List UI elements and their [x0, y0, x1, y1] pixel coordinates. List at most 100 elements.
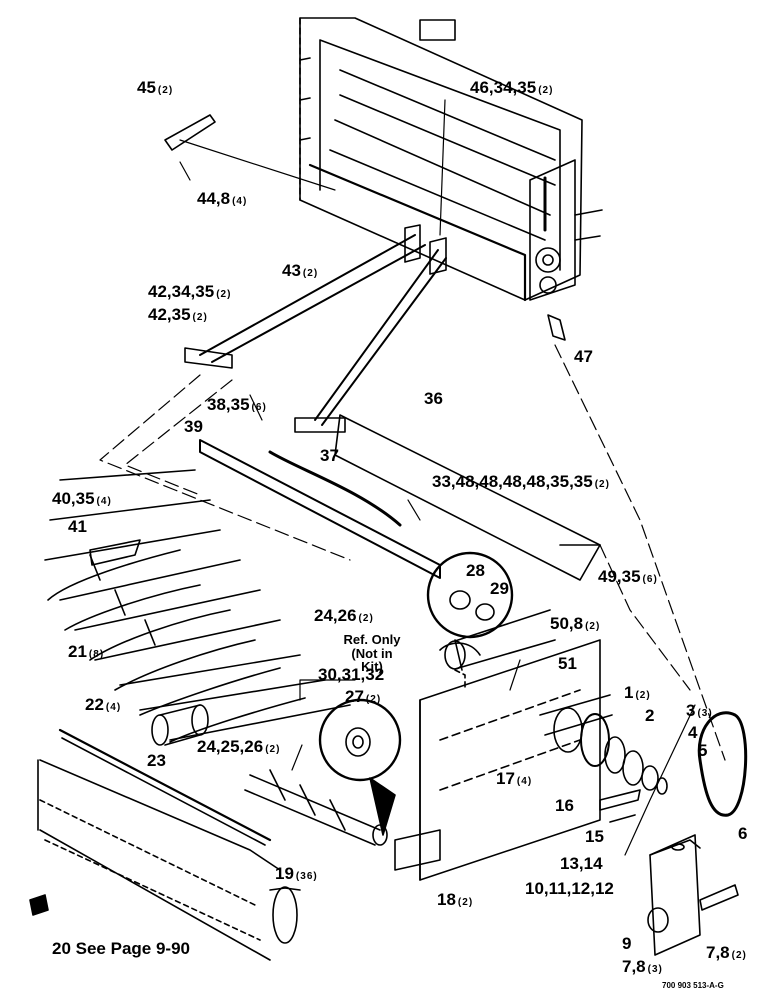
callout-24a-qty: (2): [358, 613, 374, 624]
callout-18-qty: (2): [457, 897, 474, 908]
callout-43-qty: (2): [302, 268, 319, 279]
callout-39-number: 39: [184, 417, 203, 436]
callout-19: 19(36): [275, 865, 318, 882]
callout-43: 43(2): [282, 262, 318, 279]
callout-50: 50,8(2): [550, 615, 600, 632]
callout-6: 6: [738, 825, 749, 842]
callout-30: 30,31,32: [318, 666, 386, 683]
callout-4: 4: [688, 724, 699, 741]
callout-24b-qty: (2): [265, 744, 281, 755]
callout-45-qty: (2): [157, 85, 174, 96]
callout-37-number: 37: [320, 446, 339, 465]
callout-40: 40,35(4): [52, 490, 112, 507]
callout-40-qty: (4): [96, 496, 112, 507]
callout-38: 38,35(6): [207, 396, 267, 413]
callout-22-number: 22: [85, 695, 104, 714]
callout-18: 18(2): [437, 891, 473, 908]
callout-27-number: 27: [345, 687, 364, 706]
callout-49-number: 49,35: [598, 567, 641, 586]
callout-29-number: 29: [490, 579, 509, 598]
callout-6-number: 6: [738, 824, 748, 843]
support-struts: [184, 224, 447, 433]
callout-9: 9: [622, 935, 633, 952]
callout-42a-qty: (2): [216, 289, 232, 300]
callout-16-number: 16: [555, 796, 574, 815]
callout-2-number: 2: [645, 706, 655, 725]
callout-30-number: 30,31,32: [318, 665, 385, 684]
callout-47: 47: [574, 348, 595, 365]
callout-40-number: 40,35: [52, 489, 95, 508]
callout-46-qty: (2): [538, 85, 554, 96]
callout-41: 41: [68, 518, 89, 535]
callout-3-qty: (3): [697, 708, 713, 719]
callout-36-number: 36: [424, 389, 443, 408]
callout-7-8b-number: 7,8: [622, 957, 646, 976]
callout-16: 16: [555, 797, 576, 814]
callout-51: 51: [558, 655, 579, 672]
callout-49-qty: (6): [642, 574, 658, 585]
callout-7-8a-qty: (2): [731, 950, 747, 961]
callout-20-number: 20 See Page 9-90: [52, 939, 190, 958]
callout-41-number: 41: [68, 517, 87, 536]
callout-21-qty: (8): [88, 649, 105, 660]
callout-7-8a: 7,8(2): [706, 944, 747, 961]
callout-3-number: 3: [686, 701, 696, 720]
callout-47-number: 47: [574, 347, 593, 366]
lower-roll-and-strips: [29, 728, 301, 961]
callout-29: 29: [490, 580, 511, 597]
callout-18-number: 18: [437, 890, 456, 909]
callout-3: 3(3): [686, 702, 713, 719]
callout-45: 45(2): [137, 79, 173, 96]
callout-1: 1(2): [624, 684, 651, 701]
callout-21: 21(8): [68, 643, 104, 660]
callout-51-number: 51: [558, 654, 577, 673]
callout-33-number: 33,48,48,48,48,35,35: [432, 472, 593, 491]
drawing-number: 700 903 513-A-G: [662, 981, 724, 990]
callout-2: 2: [645, 707, 656, 724]
callout-44-number: 44,8: [197, 189, 231, 208]
callout-23: 23: [147, 752, 168, 769]
ref-only-line2: (Not in Kit): [351, 645, 393, 675]
callout-13: 13,14: [560, 855, 605, 872]
callout-15: 15: [585, 828, 606, 845]
callout-44: 44,8(4): [197, 190, 247, 207]
callout-1-qty: (2): [635, 690, 651, 701]
callout-5-number: 5: [698, 741, 708, 760]
callout-7-8b: 7,8(3): [622, 958, 663, 975]
callout-22-qty: (4): [105, 702, 122, 713]
callout-42a: 42,34,35(2): [148, 283, 231, 300]
header-housing: [299, 17, 603, 302]
callout-20: 20 See Page 9-90: [52, 940, 192, 957]
callout-13-number: 13,14: [560, 854, 603, 873]
callout-37: 37: [320, 447, 341, 464]
leader-lines: [99, 99, 726, 856]
rollers-and-details: [151, 551, 514, 871]
callout-49: 49,35(6): [598, 568, 658, 585]
gearbox: [647, 834, 739, 956]
callout-10: 10,11,12,12: [525, 880, 616, 897]
callout-43-number: 43: [282, 261, 301, 280]
callout-42b: 42,35(2): [148, 306, 208, 323]
callout-17-qty: (4): [516, 776, 533, 787]
callout-24a: 24,26(2): [314, 607, 374, 624]
callout-50-qty: (2): [585, 621, 601, 632]
callout-28-number: 28: [466, 561, 485, 580]
callout-4-number: 4: [688, 723, 698, 742]
ref-only-note: Ref. Only(Not in Kit): [342, 633, 402, 674]
callout-38-qty: (6): [251, 402, 267, 413]
callout-24b-number: 24,25,26: [197, 737, 264, 756]
callout-38-number: 38,35: [207, 395, 250, 414]
callout-17: 17(4): [496, 770, 532, 787]
callout-24b: 24,25,26(2): [197, 738, 280, 755]
callout-1-number: 1: [624, 683, 634, 702]
callout-22: 22(4): [85, 696, 121, 713]
callout-27-qty: (2): [365, 694, 382, 705]
callout-45-number: 45: [137, 78, 156, 97]
callout-19-qty: (36): [295, 871, 318, 882]
callout-15-number: 15: [585, 827, 604, 846]
callout-46: 46,34,35(2): [470, 79, 553, 96]
callout-5: 5: [698, 742, 709, 759]
lower-frame: [419, 639, 601, 881]
